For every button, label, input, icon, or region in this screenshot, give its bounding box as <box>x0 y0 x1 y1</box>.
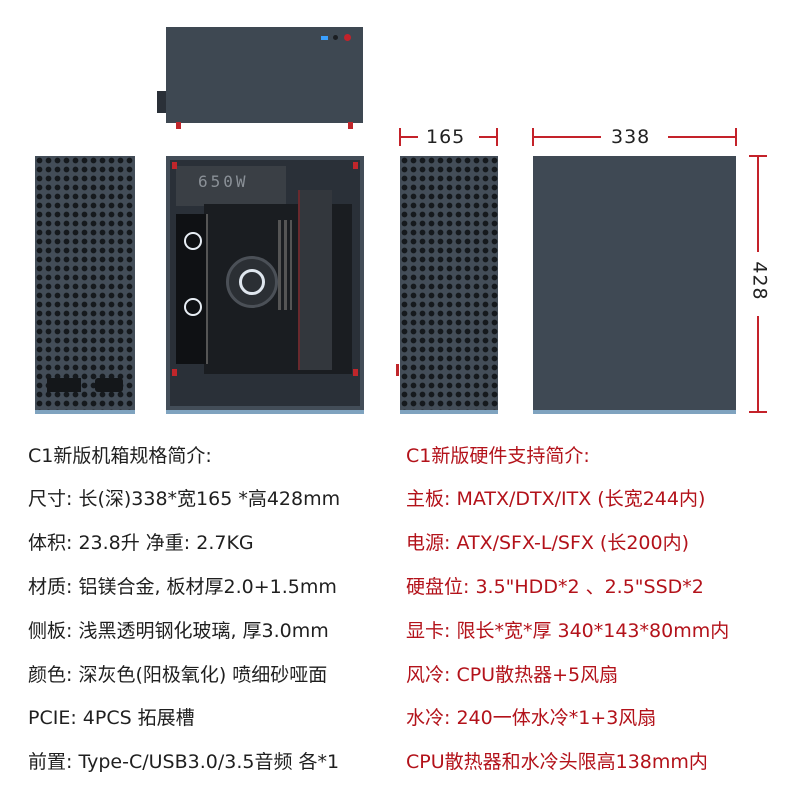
case-solid-side-view <box>533 156 736 410</box>
front-red-tab <box>396 364 399 376</box>
front-view-foot-bar <box>400 410 498 414</box>
height-dimension-label: 428 <box>748 261 771 301</box>
glass-screw-tr <box>353 162 358 169</box>
rear-bracket <box>157 91 166 113</box>
glass-screw-tl <box>172 162 177 169</box>
rear-io-cutout <box>47 378 81 392</box>
glass-screw-bl <box>172 369 177 376</box>
rear-view-foot-bar <box>35 410 135 414</box>
hardware-specs-title: C1新版硬件支持简介: <box>406 445 590 467</box>
hw-spec-water-cooling: 水冷: 240一体水冷*1+3风扇 <box>406 707 657 729</box>
top-view-foot-right <box>348 122 353 129</box>
radiator <box>176 214 208 364</box>
fan-ring-1 <box>184 232 202 250</box>
fan-ring-2 <box>184 298 202 316</box>
length-dim-tick-right <box>735 128 737 146</box>
side-view-foot-bar <box>166 410 364 414</box>
case-specs-title: C1新版机箱规格简介: <box>28 445 212 467</box>
top-view-foot-left <box>176 122 181 129</box>
psu-shroud <box>176 166 286 206</box>
front-io-audio-port <box>333 35 338 40</box>
case-front-view <box>396 156 498 410</box>
case-side-glass-view: 650W <box>166 156 364 410</box>
psu-power-socket <box>95 378 123 392</box>
solid-side-foot-bar <box>533 410 736 414</box>
glass-screw-br <box>353 369 358 376</box>
hw-spec-gpu: 显卡: 限长*宽*厚 340*143*80mm内 <box>406 620 730 642</box>
length-dimension-label: 338 <box>611 126 651 148</box>
case-spec-material: 材质: 铝镁合金, 板材厚2.0+1.5mm <box>28 576 337 598</box>
case-spec-pcie: PCIE: 4PCS 拓展槽 <box>28 707 195 729</box>
height-dim-tick-bottom <box>749 411 767 413</box>
gpu <box>298 190 332 370</box>
cpu-cooler-ring <box>239 269 265 295</box>
width-dim-tick-left <box>399 128 401 146</box>
ram-sticks <box>278 220 292 310</box>
length-dim-line-right <box>668 136 736 138</box>
width-dim-line-right <box>479 136 497 138</box>
case-spec-volume: 体积: 23.8升 净重: 2.7KG <box>28 532 254 554</box>
width-dim-line-left <box>400 136 418 138</box>
case-spec-color: 颜色: 深灰色(阳极氧化) 喷细砂哑面 <box>28 664 328 686</box>
case-top-view <box>157 27 363 129</box>
hw-spec-cooler-height: CPU散热器和水冷头限高138mm内 <box>406 751 708 773</box>
length-dim-line-left <box>533 136 601 138</box>
case-rear-view <box>35 156 171 410</box>
front-io-usb-port <box>321 36 328 40</box>
height-dim-line-top <box>757 156 759 252</box>
hw-spec-drive-bays: 硬盘位: 3.5"HDD*2 、2.5"SSD*2 <box>406 576 704 598</box>
case-spec-front-io: 前置: Type-C/USB3.0/3.5音频 各*1 <box>28 751 340 773</box>
power-button <box>344 34 351 41</box>
width-dim-tick-right <box>496 128 498 146</box>
hw-spec-psu: 电源: ATX/SFX-L/SFX (长200内) <box>406 532 690 554</box>
case-spec-size: 尺寸: 长(深)338*宽165 *高428mm <box>28 488 341 510</box>
psu-label: 650W <box>198 172 249 191</box>
hw-spec-air-cooling: 风冷: CPU散热器+5风扇 <box>406 664 619 686</box>
width-dimension-label: 165 <box>426 126 466 148</box>
case-spec-side-panel: 侧板: 浅黑透明钢化玻璃, 厚3.0mm <box>28 620 329 642</box>
height-dim-line-bottom <box>757 316 759 412</box>
hw-spec-motherboard: 主板: MATX/DTX/ITX (长宽244内) <box>406 488 706 510</box>
